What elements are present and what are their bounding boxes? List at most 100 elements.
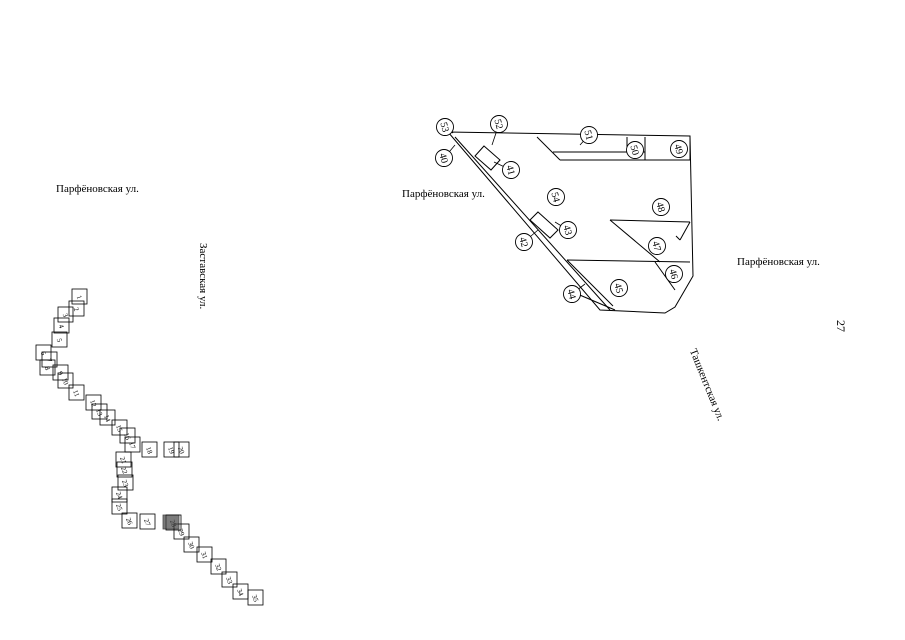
plot-number: 31 [199,551,209,561]
plot-number: 23 [120,479,130,489]
plot: 22 [116,461,133,478]
plot-outline [51,331,68,348]
plot-callout: 47 [648,237,666,255]
callout-circle [580,126,598,144]
callout-circle [652,198,670,216]
plot-number: 10 [60,377,70,387]
plot-number: 21 [118,456,128,466]
callout-circle [490,115,508,133]
plot-outline [117,474,134,491]
callout-circle [547,188,565,206]
callout-circle [563,285,581,303]
parcel-boundary [654,261,676,291]
plot-number: 30 [186,541,196,551]
plot: 9 [52,364,69,381]
plot-callout: 41 [493,161,520,179]
plot: 26 [121,512,138,529]
plot-outline [68,300,85,317]
plot-callout: 53 [436,118,454,136]
plot-callout: 46 [665,265,683,283]
plot-outline [116,461,133,478]
plot-outline [85,394,102,411]
plot-number: 12 [88,399,98,409]
plot-number: 14 [102,414,112,424]
plot: 29 [173,523,190,540]
parcel-boundary [609,219,661,263]
plot-outline [124,436,141,453]
callout-circle [559,221,577,239]
plot-outline [139,513,156,530]
plot: 34 [232,583,249,600]
plot-number: 50 [627,144,640,157]
plot-hatched [162,514,180,530]
plot: 14 [99,409,116,426]
plot-number: 13 [94,408,104,418]
parcel-boundary [574,292,616,311]
plot: 18 [141,441,158,458]
plot-number: 24 [114,491,124,501]
plot-number: 32 [213,563,223,573]
plot: 7 [41,351,58,368]
plot-outline [173,441,190,458]
plot-callout: 40 [435,144,456,167]
plot-number: 44 [564,288,577,301]
plot-outline [115,451,132,468]
plot-callout: 52 [490,115,508,146]
plot-callout: 42 [515,229,539,251]
plot-number: 8 [43,365,52,371]
callout-circle [648,237,666,255]
plot-callout: 54 [547,188,565,206]
plot-outline [111,419,128,436]
street-label-zastavskaya: Заставская ул. [197,243,209,310]
plot-callout: 43 [554,221,577,239]
plot-outline [183,536,200,553]
plot: 2 [68,300,85,317]
building [474,145,501,171]
plot-number: 16 [122,432,132,442]
plot-number: 22 [119,466,129,476]
plot-number: 54 [548,191,561,204]
plot: 20 [173,441,190,458]
plot: 33 [221,571,238,588]
parcel-boundary [675,235,681,241]
plot: 30 [183,536,200,553]
plot: 16 [119,427,136,444]
plot: 8 [39,359,56,376]
plot-outline [173,523,190,540]
plot-outline [57,372,74,389]
plot-number: 33 [224,576,234,586]
parcel-boundary [566,259,614,307]
plot: 5 [51,331,68,348]
plot-outline [119,427,136,444]
plot-number: 40 [436,152,449,165]
plot: 31 [196,546,213,563]
plot: 21 [115,451,132,468]
plot: 25 [111,498,128,515]
plot-number: 46 [666,268,679,281]
parcel-boundary [679,221,691,241]
plot-number: 26 [124,517,134,527]
page-number: 27 [834,320,848,332]
callout-circle [626,141,644,159]
plot-number: 43 [560,224,573,237]
plot-outline [71,288,88,305]
parcel-boundary [454,136,611,311]
plot-outline [68,384,85,401]
callout-circle [435,149,453,167]
plot-outline [121,512,138,529]
plot-outline [52,364,69,381]
parcel-boundary [536,136,561,161]
plot: 15 [111,419,128,436]
plot-callout: 50 [626,141,644,159]
plot-number: 9 [56,370,65,376]
callout-circle [436,118,454,136]
plot-callout: 45 [610,279,628,297]
plot-outline [99,409,116,426]
street-label-parfenovskaya-right: Парфёновская ул. [737,256,820,268]
plot-number: 29 [176,528,186,538]
plot-outline [141,441,158,458]
callout-circle [610,279,628,297]
